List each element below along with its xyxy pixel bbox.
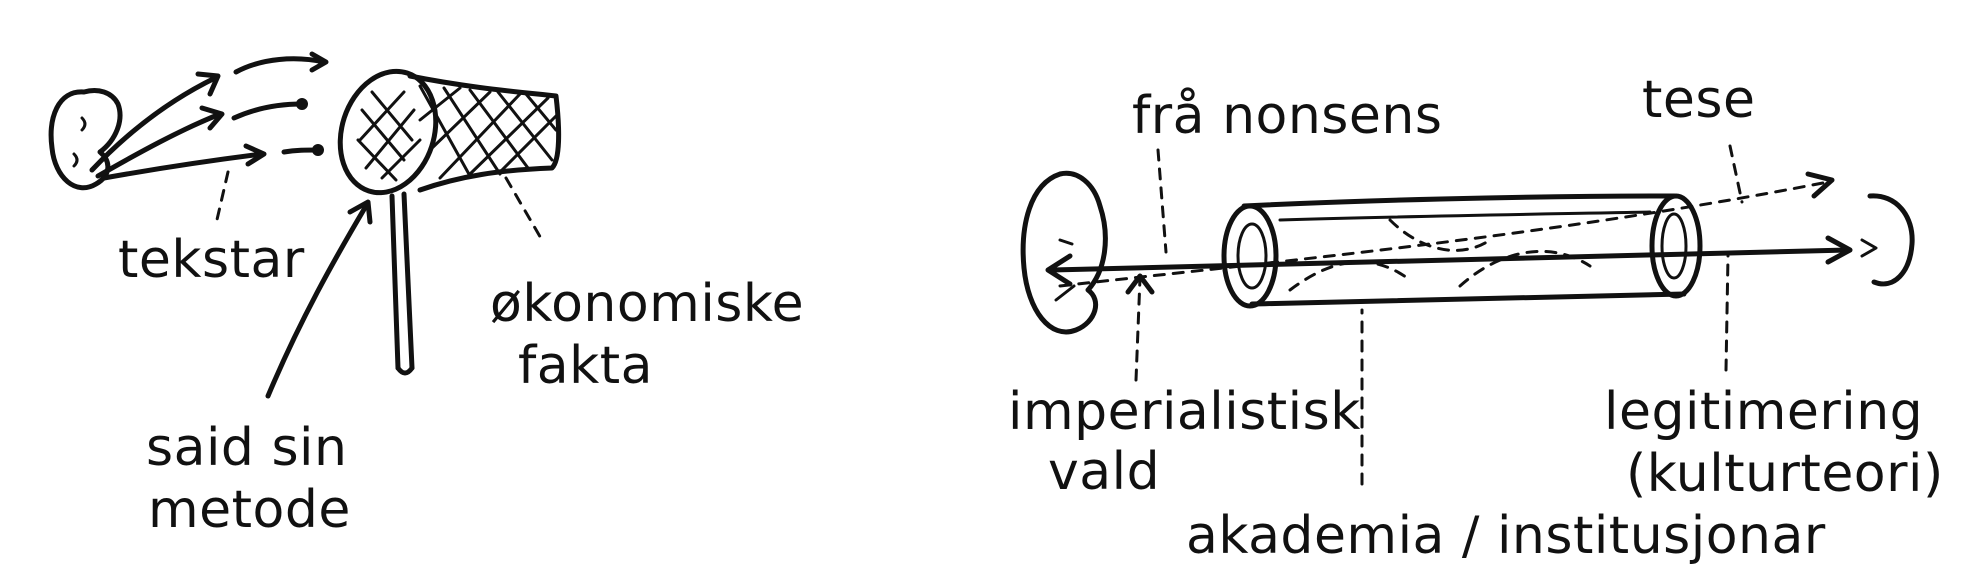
flying-text-2-dot [296,98,308,110]
tube-inner-line [1278,210,1652,222]
text-arrow-2-head [199,105,225,131]
tube-end-left-inner [1236,222,1268,290]
right-sketch [1020,144,1915,486]
tese-arrow-head [1805,171,1835,199]
tube-end-right [1649,193,1703,299]
net-rim [337,68,439,196]
net-bag-outline [407,73,562,193]
label-metode: metode [148,480,351,540]
main-arrow [1049,247,1851,273]
main-arrow-tail-mark [1054,284,1076,302]
net-mesh [418,84,558,180]
label-fakta: fakta [518,336,654,396]
tese-arrow [1058,180,1830,288]
label-fra-nonsens: frå nonsens [1132,86,1443,146]
label-imperialistisk: imperialistisk [1008,382,1361,442]
label-tese: tese [1642,70,1756,130]
label-legitimering: legitimering [1604,382,1924,442]
method-arrow [265,203,369,399]
head-right-panel-left [1020,170,1108,335]
text-arrow-3-head [243,143,267,167]
flying-text-2 [231,101,305,121]
head-right-panel-right-eye [1860,238,1878,258]
net-rim-mesh [356,90,422,182]
text-arrow-1 [89,75,218,173]
net-handle-end [395,365,415,376]
net-handle-right [401,191,415,371]
imperialistisk-pointer [1134,276,1142,382]
text-arrow-1-head [195,71,221,97]
main-arrow-head-left [1045,253,1073,287]
flying-text-1-head [309,51,329,73]
left-panel: tekstar økonomiske fakta said sin metode [48,51,805,540]
tube-top [1241,193,1677,209]
right-panel: frå nonsens tese imperialistisk vald leg… [990,0,1962,587]
tube-end-right-inner [1660,212,1688,280]
text-arrow-2 [95,111,223,179]
legitimering-pointer [1724,254,1730,372]
label-okonomiske: økonomiske [490,274,805,334]
head-right-panel-right [1867,193,1915,287]
tekstar-pointer [214,170,230,226]
label-vald: vald [1048,442,1161,502]
text-arrow-3 [101,151,265,181]
left-sketch [48,51,562,399]
net-handle-left [389,193,401,371]
head-left-mouth [72,152,79,168]
tube-inner-scribbles [1288,218,1592,292]
tese-pointer [1728,144,1744,204]
fra-nonsens-pointer [1156,148,1168,254]
label-kulturteori: (kulturteori) [1626,444,1944,504]
head-right-panel-left-eye [1058,238,1074,246]
head-left [48,88,123,191]
label-said-sin: said sin [146,418,348,478]
main-arrow-head-right [1825,235,1853,265]
fakta-pointer [504,176,544,242]
label-tekstar: tekstar [118,230,305,290]
label-akademia: akademia / institusjonar [1186,506,1826,566]
flying-text-3-dot [312,144,324,156]
tube-bottom [1249,291,1687,307]
head-left-eye [80,116,87,132]
flying-text-1 [233,56,327,75]
tube-end-left [1221,203,1279,309]
method-arrow-head [347,199,373,225]
imperialistisk-pointer-head [1125,273,1155,295]
